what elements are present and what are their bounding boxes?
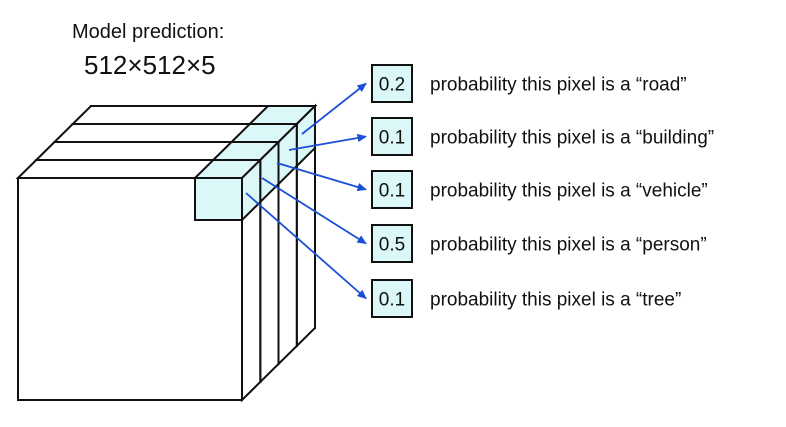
probability-value: 0.1 — [379, 128, 405, 149]
predictions-list: 0.2 probability this pixel is a “road” 0.1… — [371, 64, 714, 318]
probability-value: 0.5 — [379, 235, 405, 256]
pixel-cell — [192, 157, 263, 223]
probability-value-box — [371, 64, 413, 103]
prediction-row: 0.1 probability this pixel is a “tree” — [371, 279, 681, 318]
prediction-arrow — [288, 133, 367, 151]
title-line-2: 512×512×5 — [84, 50, 216, 80]
probability-label: probability this pixel is a “road” — [430, 75, 687, 96]
probability-value-box — [371, 170, 413, 209]
probability-label: probability this pixel is a “building” — [430, 128, 714, 149]
probability-label: probability this pixel is a “vehicle” — [430, 181, 708, 202]
probability-label: probability this pixel is a “person” — [430, 235, 707, 256]
prediction-arrow — [245, 192, 367, 300]
prediction-row: 0.5 probability this pixel is a “person” — [371, 224, 707, 263]
probability-value-box — [371, 224, 413, 263]
pixel-column — [192, 103, 318, 223]
title-line-1: Model prediction: — [72, 21, 224, 43]
probability-value: 0.1 — [379, 181, 405, 202]
prediction-arrow — [276, 162, 367, 192]
probability-value-box — [371, 279, 413, 318]
prediction-row: 0.1 probability this pixel is a “building… — [371, 117, 714, 156]
prediction-arrow — [261, 177, 367, 245]
probability-value: 0.2 — [379, 75, 405, 96]
prediction-arrow — [301, 82, 367, 135]
prediction-row: 0.2 probability this pixel is a “road” — [371, 64, 687, 103]
probability-value-box — [371, 117, 413, 156]
probability-value: 0.1 — [379, 290, 405, 311]
prediction-row: 0.1 probability this pixel is a “vehicle” — [371, 170, 708, 209]
probability-label: probability this pixel is a “tree” — [430, 290, 681, 311]
tensor-stack — [15, 103, 318, 403]
pixel-cell — [247, 103, 318, 169]
prediction-arrows — [245, 82, 367, 300]
